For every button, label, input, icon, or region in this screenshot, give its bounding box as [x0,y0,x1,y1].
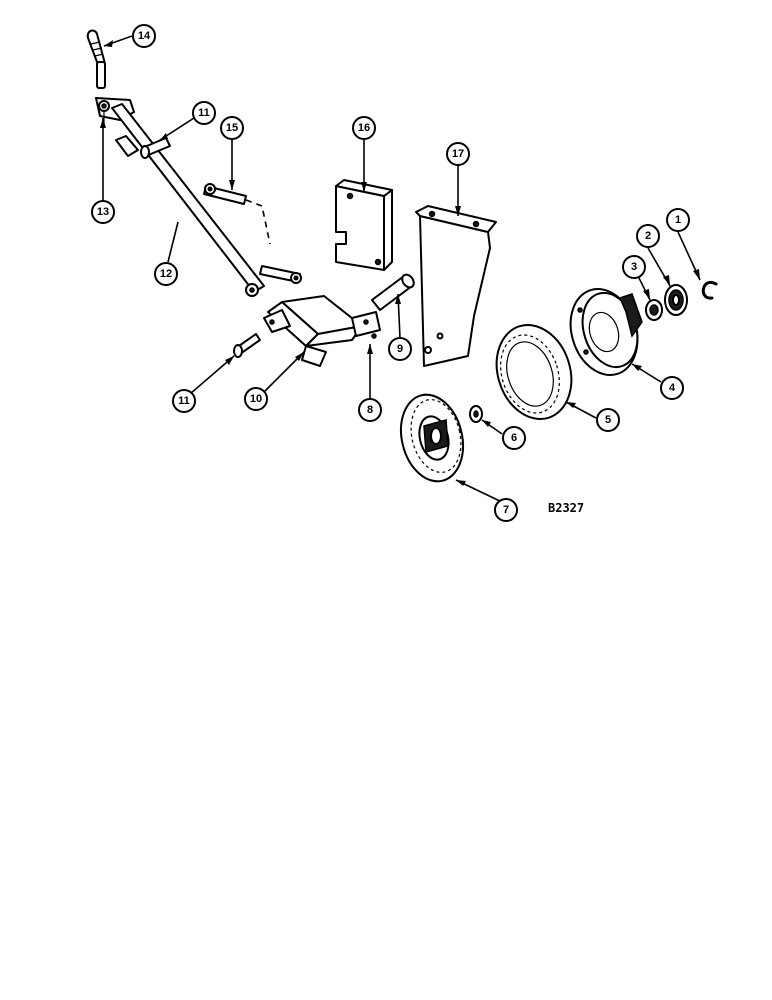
callout-2: 2 [636,224,660,248]
part-3-bearing [645,299,663,321]
part-17-support-bracket [415,205,497,367]
callout-10: 10 [244,387,268,411]
callout-11-upper: 11 [192,101,216,125]
leader-lines [100,35,701,505]
part-15-link-rod [203,183,247,205]
callout-label: 8 [367,404,373,416]
callout-label: 11 [198,107,210,119]
callout-label: 7 [503,504,509,516]
callout-label: 15 [226,122,238,134]
callout-4: 4 [660,376,684,400]
part-10-shift-fork [263,295,381,367]
callout-label: 17 [452,148,464,160]
callout-label: 4 [669,382,676,394]
callout-11-lower: 11 [172,389,196,413]
callout-3: 3 [622,255,646,279]
callout-17: 17 [446,142,470,166]
callout-15: 15 [220,116,244,140]
part-4-hub-housing [569,288,643,376]
callout-label: 16 [358,122,370,134]
part-9-bushing [371,273,415,311]
callout-label: 11 [178,395,190,407]
callout-14: 14 [132,24,156,48]
callout-label: 1 [675,214,681,226]
drawing-id: B2327 [548,501,584,515]
part-5-ring-gear [495,324,573,420]
callout-label: 14 [138,30,151,42]
part-16-mounting-plate [335,179,393,271]
callout-label: 10 [250,393,262,405]
callout-13: 13 [91,200,115,224]
callout-1: 1 [666,208,690,232]
callout-6: 6 [502,426,526,450]
callout-label: 12 [160,268,172,280]
callout-16: 16 [352,116,376,140]
callout-label: 2 [645,230,651,242]
callout-label: 13 [97,206,109,218]
part-11-clevis-pin-lower [233,333,261,358]
part-15-lower-link [259,265,302,284]
callout-label: 9 [397,343,403,355]
callout-8: 8 [358,398,382,422]
part-6-washer [469,405,483,423]
callout-5: 5 [596,408,620,432]
part-11-clevis-pin-upper [140,137,171,159]
part-14-lever-handle [86,29,106,89]
part-7-sprocket [400,393,464,483]
callout-label: 5 [605,414,611,426]
callout-12: 12 [154,262,178,286]
part-1-snap-ring [701,280,718,300]
callout-7: 7 [494,498,518,522]
callout-label: 3 [631,261,637,273]
callout-label: 6 [511,432,517,444]
part-2-bearing-ring [664,284,688,316]
callout-9: 9 [388,337,412,361]
part-15-dashed-connector [245,199,271,245]
